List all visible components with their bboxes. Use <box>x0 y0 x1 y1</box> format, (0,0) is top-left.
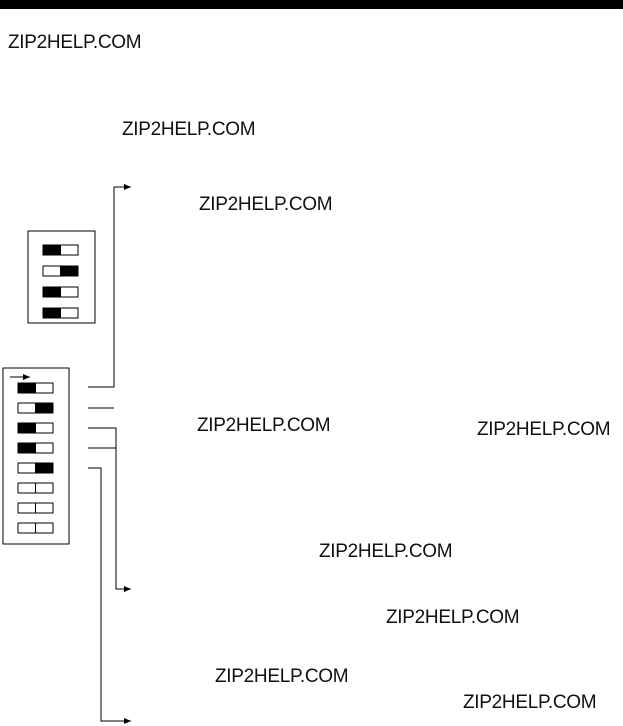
dip-switch <box>42 286 79 298</box>
dip-switch <box>17 422 54 434</box>
watermark-text: ZIP2HELP.COM <box>197 415 331 436</box>
dip-switch <box>42 265 79 277</box>
switch-knob <box>18 423 36 433</box>
dip-switch <box>17 402 54 414</box>
header-bar <box>0 0 623 9</box>
dip-switch <box>17 502 54 514</box>
switch-knob <box>35 403 53 413</box>
switch-knob <box>43 245 61 255</box>
switch-knob <box>43 287 61 297</box>
connector-middle <box>88 427 131 592</box>
switch-knob <box>60 266 78 276</box>
watermark-text: ZIP2HELP.COM <box>319 541 453 562</box>
watermark-text: ZIP2HELP.COM <box>199 194 333 215</box>
watermark-text: ZIP2HELP.COM <box>386 607 520 628</box>
dip-switch <box>17 442 54 454</box>
switch-knob <box>43 308 61 318</box>
dip-switch <box>17 382 54 394</box>
watermark-text: ZIP2HELP.COM <box>215 666 349 687</box>
dip-switch <box>17 462 54 474</box>
dip-switch <box>17 482 54 494</box>
main-switch-group <box>17 382 54 534</box>
watermark-text: ZIP2HELP.COM <box>477 419 611 440</box>
switch-knob <box>18 443 36 453</box>
connector-lower <box>88 467 131 724</box>
watermark-text: ZIP2HELP.COM <box>122 119 256 140</box>
dip-switch <box>17 522 54 534</box>
dip-switch <box>42 307 79 319</box>
switch-knob <box>35 463 53 473</box>
switch-knob <box>18 383 36 393</box>
small-switch-group <box>42 244 79 319</box>
watermark-text: ZIP2HELP.COM <box>463 692 597 713</box>
main-switch-block <box>2 367 70 545</box>
connector-lines <box>88 184 131 724</box>
small-switch-block <box>27 230 96 324</box>
watermark-text: ZIP2HELP.COM <box>8 32 142 53</box>
dip-switch <box>42 244 79 256</box>
connector-upper <box>88 184 131 388</box>
